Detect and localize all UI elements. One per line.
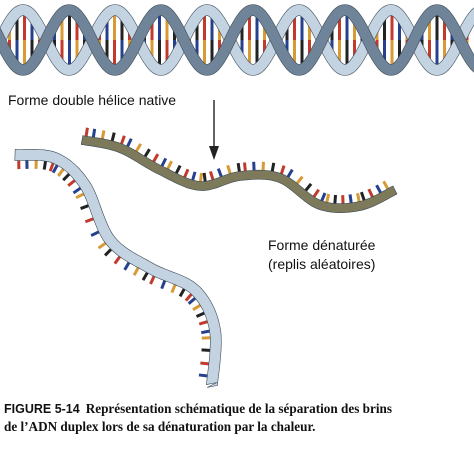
figure-caption: FIGURE 5-14 Représentation schématique de… (4, 400, 472, 435)
caption-line2: de l’ADN duplex lors de sa dénaturation … (4, 419, 316, 434)
helix-strand-front (0, 4, 474, 76)
dna-strands (0, 4, 474, 388)
native-form-label: Forme double hélice native (8, 92, 177, 108)
figure-number: FIGURE 5-14 (4, 402, 80, 416)
denatured-form-label-line2: (replis aléatoires) (268, 256, 376, 272)
denatured-form-label: Forme dénaturée (replis aléatoires) (268, 236, 375, 274)
helix-strand-back (0, 4, 474, 76)
denatured-form-label-line1: Forme dénaturée (268, 237, 376, 253)
denatured-strand-one (80, 135, 398, 214)
caption-line1: Représentation schématique de la séparat… (85, 401, 392, 416)
denatured-strand-two (14, 149, 222, 388)
arrow-head (209, 146, 219, 160)
denaturation-arrow (209, 100, 219, 160)
